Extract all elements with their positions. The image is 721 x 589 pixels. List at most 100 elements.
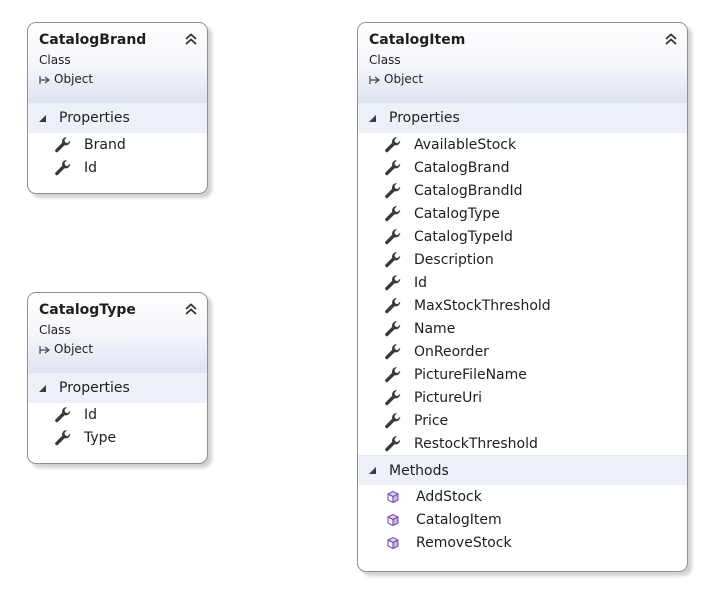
method-row[interactable]: AddStock: [358, 485, 687, 508]
wrench-icon: [385, 343, 401, 359]
class-base: Object: [369, 71, 687, 88]
member-label: Name: [414, 320, 456, 337]
member-label: PictureUri: [414, 389, 483, 406]
member-row[interactable]: Brand: [28, 133, 207, 156]
member-label: AvailableStock: [414, 136, 517, 153]
member-label: Type: [84, 429, 117, 446]
member-row[interactable]: CatalogBrandId: [358, 179, 687, 202]
collapse-chevron-icon[interactable]: [184, 302, 198, 316]
member-row[interactable]: AvailableStock: [358, 133, 687, 156]
member-label: MaxStockThreshold: [414, 297, 551, 314]
member-row[interactable]: CatalogBrand: [358, 156, 687, 179]
member-label: RestockThreshold: [414, 435, 538, 452]
class-shape-catalogitem[interactable]: CatalogItem Class Object Properties Avai…: [357, 22, 688, 572]
member-label: CatalogItem: [416, 511, 502, 528]
member-row[interactable]: PictureFileName: [358, 363, 687, 386]
wrench-icon: [385, 320, 401, 336]
expand-triangle-icon[interactable]: [38, 114, 47, 123]
method-cube-icon: [387, 513, 399, 526]
section-label: Properties: [59, 110, 130, 126]
section-properties[interactable]: Properties: [28, 373, 207, 403]
method-row[interactable]: RemoveStock: [358, 531, 687, 554]
section-properties[interactable]: Properties: [28, 103, 207, 133]
member-row[interactable]: OnReorder: [358, 340, 687, 363]
wrench-icon: [385, 274, 401, 290]
method-row[interactable]: CatalogItem: [358, 508, 687, 531]
wrench-icon: [385, 159, 401, 175]
wrench-icon: [385, 412, 401, 428]
expand-triangle-icon[interactable]: [368, 114, 377, 123]
member-row[interactable]: Type: [28, 426, 207, 449]
member-row[interactable]: CatalogType: [358, 202, 687, 225]
wrench-icon: [385, 228, 401, 244]
wrench-icon: [55, 429, 71, 445]
section-label: Properties: [59, 380, 130, 396]
class-kind: Class: [39, 53, 71, 67]
member-label: AddStock: [416, 488, 482, 505]
collapse-chevron-icon[interactable]: [664, 32, 678, 46]
member-row[interactable]: CatalogTypeId: [358, 225, 687, 248]
wrench-icon: [385, 366, 401, 382]
section-methods[interactable]: Methods: [358, 455, 687, 485]
wrench-icon: [385, 205, 401, 221]
expand-triangle-icon[interactable]: [368, 466, 377, 475]
member-label: PictureFileName: [414, 366, 527, 383]
section-properties[interactable]: Properties: [358, 103, 687, 133]
member-label: Id: [414, 274, 428, 291]
member-row[interactable]: RestockThreshold: [358, 432, 687, 455]
member-label: Brand: [84, 136, 126, 153]
member-label: Id: [84, 159, 98, 176]
class-base: Object: [39, 341, 207, 358]
member-row[interactable]: Id: [28, 403, 207, 426]
member-label: CatalogBrand: [414, 159, 510, 176]
wrench-icon: [385, 389, 401, 405]
class-name: CatalogItem: [369, 32, 466, 48]
wrench-icon: [385, 182, 401, 198]
class-name: CatalogBrand: [39, 32, 147, 48]
wrench-icon: [385, 251, 401, 267]
member-row[interactable]: Description: [358, 248, 687, 271]
wrench-icon: [385, 435, 401, 451]
base-class-name: Object: [384, 72, 424, 86]
member-row[interactable]: Id: [28, 156, 207, 179]
inherit-arrow-icon: [39, 75, 50, 84]
method-cube-icon: [387, 536, 399, 549]
section-label: Methods: [389, 462, 449, 479]
class-shape-catalogbrand[interactable]: CatalogBrand Class Object Properties Bra…: [27, 22, 208, 194]
wrench-icon: [385, 297, 401, 313]
member-row[interactable]: Price: [358, 409, 687, 432]
class-shape-catalogtype[interactable]: CatalogType Class Object Properties Id: [27, 292, 208, 464]
member-row[interactable]: Id: [358, 271, 687, 294]
member-label: OnReorder: [414, 343, 489, 360]
base-class-name: Object: [54, 342, 94, 356]
member-label: CatalogTypeId: [414, 228, 513, 245]
wrench-icon: [55, 159, 71, 175]
member-label: Description: [414, 251, 494, 268]
base-class-name: Object: [54, 72, 94, 86]
member-label: Id: [84, 406, 98, 423]
member-row[interactable]: PictureUri: [358, 386, 687, 409]
class-header[interactable]: CatalogItem Class Object: [358, 23, 687, 103]
class-base: Object: [39, 71, 207, 88]
inherit-arrow-icon: [39, 345, 50, 354]
class-name: CatalogType: [39, 302, 136, 318]
expand-triangle-icon[interactable]: [38, 384, 47, 393]
class-kind: Class: [39, 323, 71, 337]
member-label: CatalogBrandId: [414, 182, 523, 199]
member-label: Price: [414, 412, 449, 429]
wrench-icon: [55, 406, 71, 422]
section-label: Properties: [389, 110, 460, 126]
class-header[interactable]: CatalogType Class Object: [28, 293, 207, 373]
member-row[interactable]: MaxStockThreshold: [358, 294, 687, 317]
member-label: CatalogType: [414, 205, 500, 222]
member-list: Id Type: [28, 403, 207, 449]
class-kind: Class: [369, 53, 401, 67]
wrench-icon: [55, 136, 71, 152]
inherit-arrow-icon: [369, 75, 380, 84]
member-row[interactable]: Name: [358, 317, 687, 340]
class-header[interactable]: CatalogBrand Class Object: [28, 23, 207, 103]
collapse-chevron-icon[interactable]: [184, 32, 198, 46]
member-list: Brand Id: [28, 133, 207, 179]
